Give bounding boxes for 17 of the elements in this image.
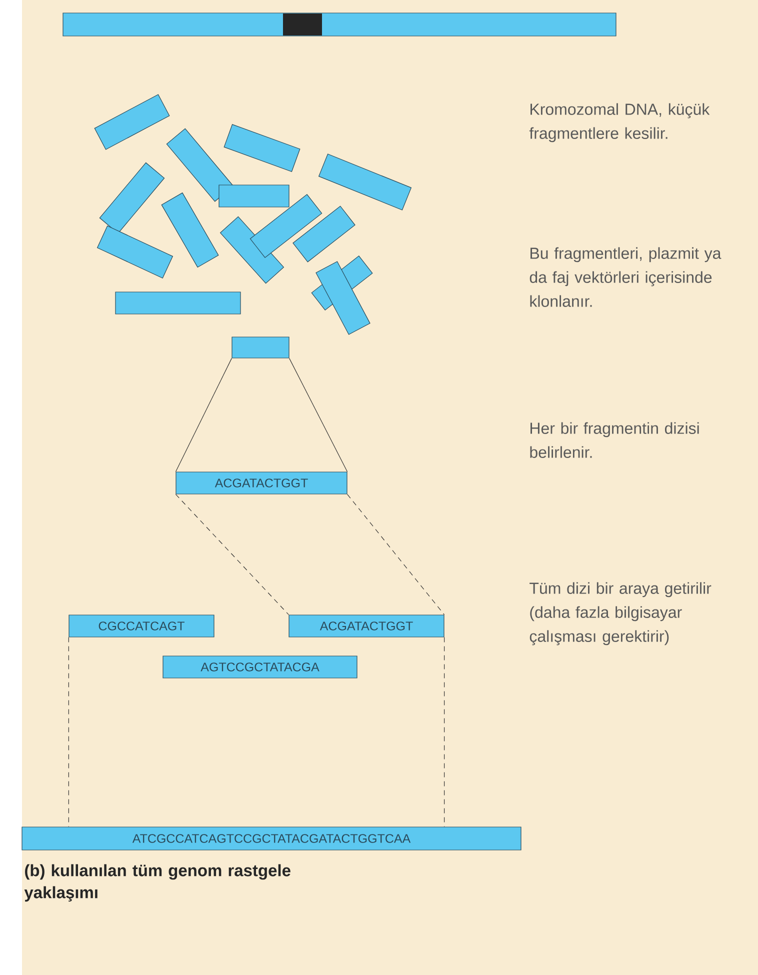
fragment-bar	[232, 336, 290, 358]
connector-line	[444, 637, 445, 827]
sequence-bar: ATCGCCATCAGTCCGCTATACGATACTGGTCAA	[22, 826, 522, 850]
step-note: Her bir fragmentin dizisi belirlenir.	[530, 422, 699, 458]
step-note: Kromozomal DNA, küçük fragmentlere kesilir.	[529, 103, 710, 142]
sequence-bar: ACGATACTGGT	[288, 614, 444, 638]
connector-line	[289, 358, 348, 472]
sequence-bar: AGTCCGCTATACGA	[162, 656, 358, 678]
sequence-bar: ACGATACTGGT	[176, 472, 348, 494]
connector-line	[68, 637, 69, 827]
sequence-bar: CGCCATCAGT	[68, 614, 214, 638]
connector-line	[175, 494, 289, 615]
figure-caption: (b) kullanılan tüm genom rastgele yaklaşımı	[24, 864, 290, 902]
step-note: Bu fragmentleri, plazmit ya da faj vektörleri içerisinde klonlanır.	[530, 247, 722, 307]
connector-line	[175, 358, 232, 472]
connector-line	[347, 494, 445, 615]
step-note: Tüm dizi bir araya getirilir (daha fazla bilgisayar çalışması gerektirir)	[530, 582, 712, 646]
